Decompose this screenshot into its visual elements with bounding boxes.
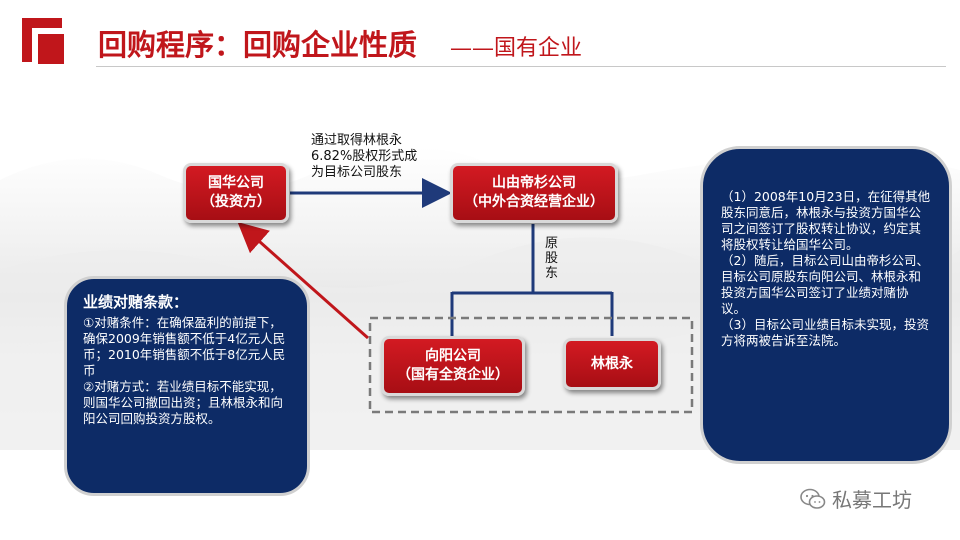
node-guohua-name: 国华公司 (208, 174, 264, 193)
vam-terms-heading: 业绩对赌条款： (83, 291, 291, 313)
vam-method-text: ②对赌方式：若业绩目标不能实现，则国华公司撤回出资；且林根永和向阳公司回购投资方… (83, 379, 291, 427)
node-xiangyang: 向阳公司 （国有全资企业） (381, 336, 525, 396)
transfer-label: 通过取得林根永 6.82%股权形式成 为目标公司股东 (311, 133, 417, 181)
transfer-label-line2: 6.82%股权形式成 (311, 149, 417, 165)
node-shanyou-role: （中外合资经营企业） (464, 193, 604, 212)
node-lingenyong-name: 林根永 (591, 355, 633, 374)
node-guohua-role: （投资方） (201, 193, 271, 212)
node-xiangyang-role: （国有全资企业） (397, 366, 509, 385)
vam-terms-panel: 业绩对赌条款： ①对赌条件：在确保盈利的前提下，确保2009年销售额不低于4亿元… (64, 276, 310, 496)
wechat-icon (800, 488, 826, 510)
original-shareholders-label: 原股东 (545, 236, 559, 281)
node-xiangyang-name: 向阳公司 (425, 347, 481, 366)
node-guohua: 国华公司 （投资方） (183, 163, 289, 223)
vam-condition-text: ①对赌条件：在确保盈利的前提下，确保2009年销售额不低于4亿元人民币；2010… (83, 315, 291, 379)
node-shanyou: 山由帝杉公司 （中外合资经营企业） (450, 163, 618, 223)
transfer-label-line3: 为目标公司股东 (311, 165, 417, 181)
case-facts-panel: （1）2008年10月23日，在征得其他股东同意后，林根永与投资方国华公司之间签… (700, 146, 952, 464)
case-fact-2: （2）随后，目标公司山由帝杉公司、目标公司原股东向阳公司、林根永和投资方国华公司… (721, 253, 931, 317)
node-shanyou-name: 山由帝杉公司 (492, 174, 576, 193)
transfer-label-line1: 通过取得林根永 (311, 133, 417, 149)
case-fact-1: （1）2008年10月23日，在征得其他股东同意后，林根永与投资方国华公司之间签… (721, 189, 931, 253)
watermark: 私募工坊 (800, 484, 912, 513)
watermark-text: 私募工坊 (832, 484, 912, 513)
case-fact-3: （3）目标公司业绩目标未实现，投资方将两被告诉至法院。 (721, 317, 931, 349)
node-lingenyong: 林根永 (563, 338, 661, 390)
